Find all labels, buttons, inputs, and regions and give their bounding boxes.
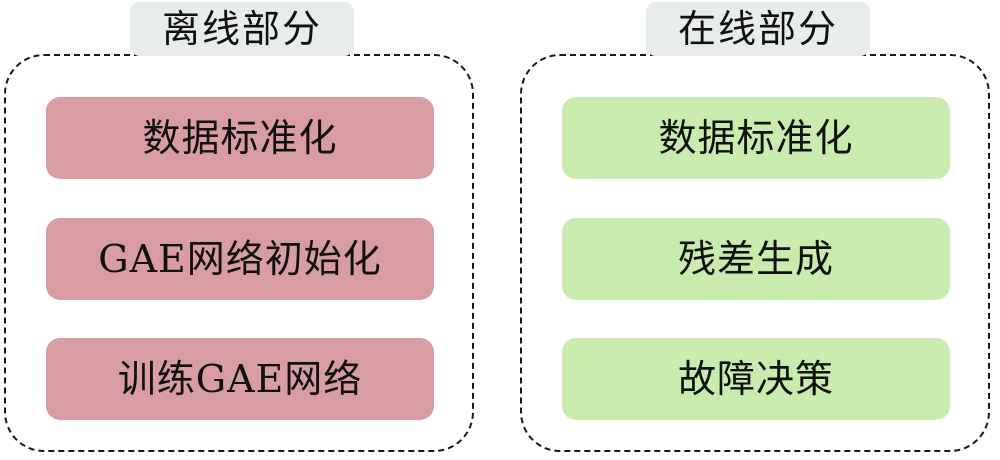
offline-panel: 离线部分 数据标准化 GAE网络初始化 训练GAE网络: [0, 0, 484, 460]
offline-panel-title: 离线部分: [130, 2, 354, 56]
offline-step-standardize: 数据标准化: [46, 97, 434, 179]
online-panel: 在线部分 数据标准化 残差生成 故障决策: [516, 0, 1000, 460]
online-step-residual: 残差生成: [562, 218, 950, 300]
online-step-fault-decision: 故障决策: [562, 338, 950, 420]
offline-step-gae-init: GAE网络初始化: [46, 218, 434, 300]
online-step-standardize: 数据标准化: [562, 97, 950, 179]
online-panel-title: 在线部分: [646, 2, 870, 56]
offline-step-train-gae: 训练GAE网络: [46, 338, 434, 420]
